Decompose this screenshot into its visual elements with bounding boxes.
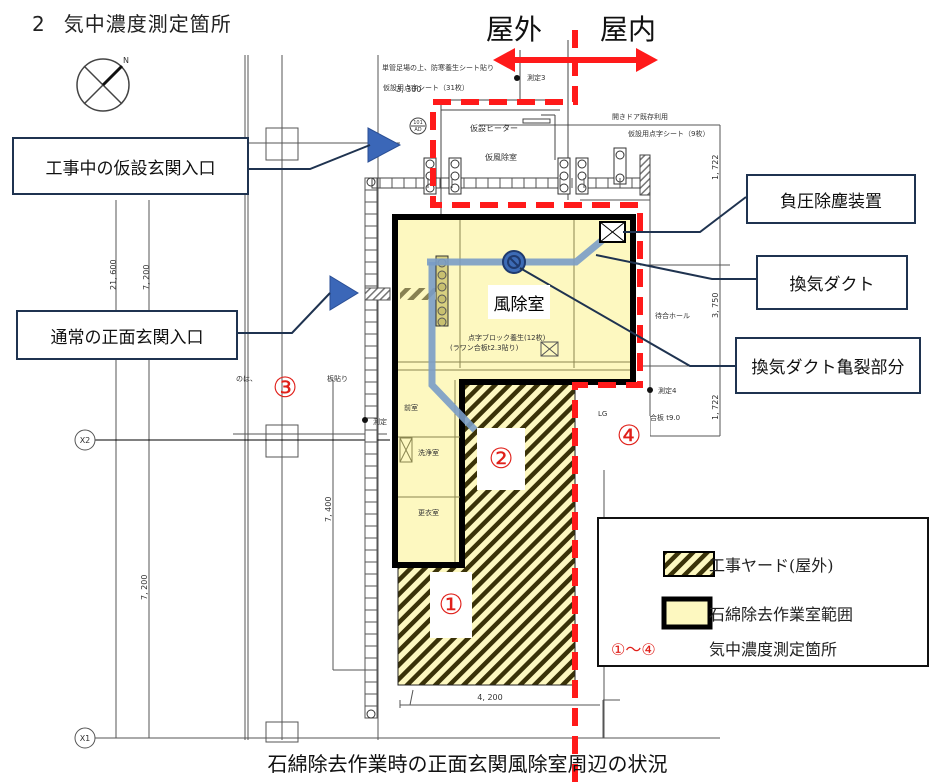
label-waiting-hall: 待合ホール xyxy=(655,311,690,320)
legend-label-measure: 気中濃度測定箇所 xyxy=(709,640,838,659)
page-title: 2 気中濃度測定箇所 xyxy=(32,8,232,37)
note-plywood: 合板 t9.0 xyxy=(650,413,680,422)
note-existing-door: 開きドア既存利用 xyxy=(612,112,668,121)
duct-crack-icon xyxy=(502,250,526,274)
north-compass-icon: N xyxy=(76,56,130,112)
section-number: 2 xyxy=(32,12,46,36)
door-tag-type: AD xyxy=(414,127,421,133)
measure-point-4: ④ xyxy=(608,416,650,456)
windbreak-room-label: 風除室 xyxy=(488,285,550,319)
hatch-swatch-icon xyxy=(663,551,715,577)
note-tactile-31: 仮設用点字シート（31枚） xyxy=(383,83,469,92)
legend-item-yard: 工事ヤード(屋外) xyxy=(599,549,927,579)
label-front-room: 前室 xyxy=(404,403,418,412)
indoor-outdoor-arrow-icon xyxy=(493,48,658,72)
label-washroom: 洗浄室 xyxy=(418,448,439,457)
dim-1722a: 1, 722 xyxy=(711,155,720,180)
temp-entrance-arrow-icon xyxy=(367,127,402,163)
label-measure-left: 測定 xyxy=(373,417,387,426)
door-tag-number: 101 xyxy=(413,120,423,126)
note-block-protect-1: 点字ブロック養生(12枚) xyxy=(468,333,546,342)
vent-duct-line-b xyxy=(427,235,608,266)
measure-point-2: ② xyxy=(477,428,525,490)
label-measure-4: 測定4 xyxy=(658,386,677,395)
dim-7400: 7, 400 xyxy=(324,497,333,522)
axis-marker-x2: X2 xyxy=(74,429,96,451)
section-title: 気中濃度測定箇所 xyxy=(63,12,232,36)
note-scaffold: 単管足場の上、防寒養生シート貼り xyxy=(382,63,494,72)
note-tactile-9: 仮設用点字シート（9枚） xyxy=(628,129,709,138)
label-temp-heater: 仮設ヒーター xyxy=(470,123,518,133)
measure-point-3: ③ xyxy=(272,371,298,404)
callout-normal-entrance: 通常の正面玄関入口 xyxy=(16,310,238,360)
measure-left-dot xyxy=(362,417,368,423)
outdoor-label: 屋外 xyxy=(486,13,543,46)
label-changing-room: 更衣室 xyxy=(418,508,439,517)
note-block-protect-2: (ラワン合板t2.3貼り) xyxy=(450,343,519,352)
callout-negative-pressure-unit: 負圧除塵装置 xyxy=(746,174,916,224)
label-measure-3: 測定3 xyxy=(527,73,545,82)
dim-4200: 4, 200 xyxy=(477,693,502,702)
dim-21600: 21, 600 xyxy=(109,259,118,290)
svg-text:N: N xyxy=(123,56,129,65)
indoor-label: 屋内 xyxy=(600,13,657,46)
measure-4-dot xyxy=(647,387,653,393)
callout-temp-entrance: 工事中の仮設玄関入口 xyxy=(12,137,249,195)
measure-point-1: ① xyxy=(430,572,472,638)
label-temp-windbreak: 仮風除室 xyxy=(485,152,517,162)
label-lg: LG xyxy=(598,410,607,418)
negative-pressure-unit-icon xyxy=(599,221,626,243)
note-board-pasted: 板貼り xyxy=(327,374,348,383)
dim-3750: 3, 750 xyxy=(711,293,720,318)
callout-vent-duct: 換気ダクト xyxy=(756,255,908,310)
small-box-icon xyxy=(540,341,559,357)
svg-text:X2: X2 xyxy=(80,436,91,445)
dim-7200b: 7, 200 xyxy=(140,575,149,600)
room-partitions xyxy=(398,220,630,562)
callout-leaders xyxy=(236,144,757,367)
note-cut: のは、 xyxy=(236,375,257,383)
legend-measure-symbol: ①～④ xyxy=(611,640,656,659)
work-room-swatch-icon xyxy=(661,596,713,630)
legend-label-work-room: 石綿除去作業室範囲 xyxy=(709,605,854,624)
dim-7200a: 7, 200 xyxy=(142,265,151,290)
legend-label-yard: 工事ヤード(屋外) xyxy=(709,556,834,575)
indoor-outdoor-boundary xyxy=(430,30,643,784)
dim-3300: 3, 300 xyxy=(396,85,421,94)
measure-3-dot xyxy=(514,75,520,81)
vent-duct-line-a xyxy=(428,262,478,433)
svg-text:X1: X1 xyxy=(80,734,91,743)
normal-entrance-arrow-icon xyxy=(329,275,359,311)
axis-marker-x1: X1 xyxy=(74,727,96,749)
legend-item-work-room: 石綿除去作業室範囲 xyxy=(599,596,927,630)
callout-vent-duct-crack: 換気ダクト亀裂部分 xyxy=(735,337,921,394)
dim-1722b: 1, 722 xyxy=(711,395,720,420)
scaffold-column xyxy=(364,177,391,719)
legend-item-measure: ①～④ 気中濃度測定箇所 xyxy=(599,633,927,663)
legend: 工事ヤード(屋外) 石綿除去作業室範囲 ①～④ 気中濃度測定箇所 xyxy=(597,517,929,667)
figure-caption: 石綿除去作業時の正面玄関風除室周辺の状況 xyxy=(267,752,668,776)
